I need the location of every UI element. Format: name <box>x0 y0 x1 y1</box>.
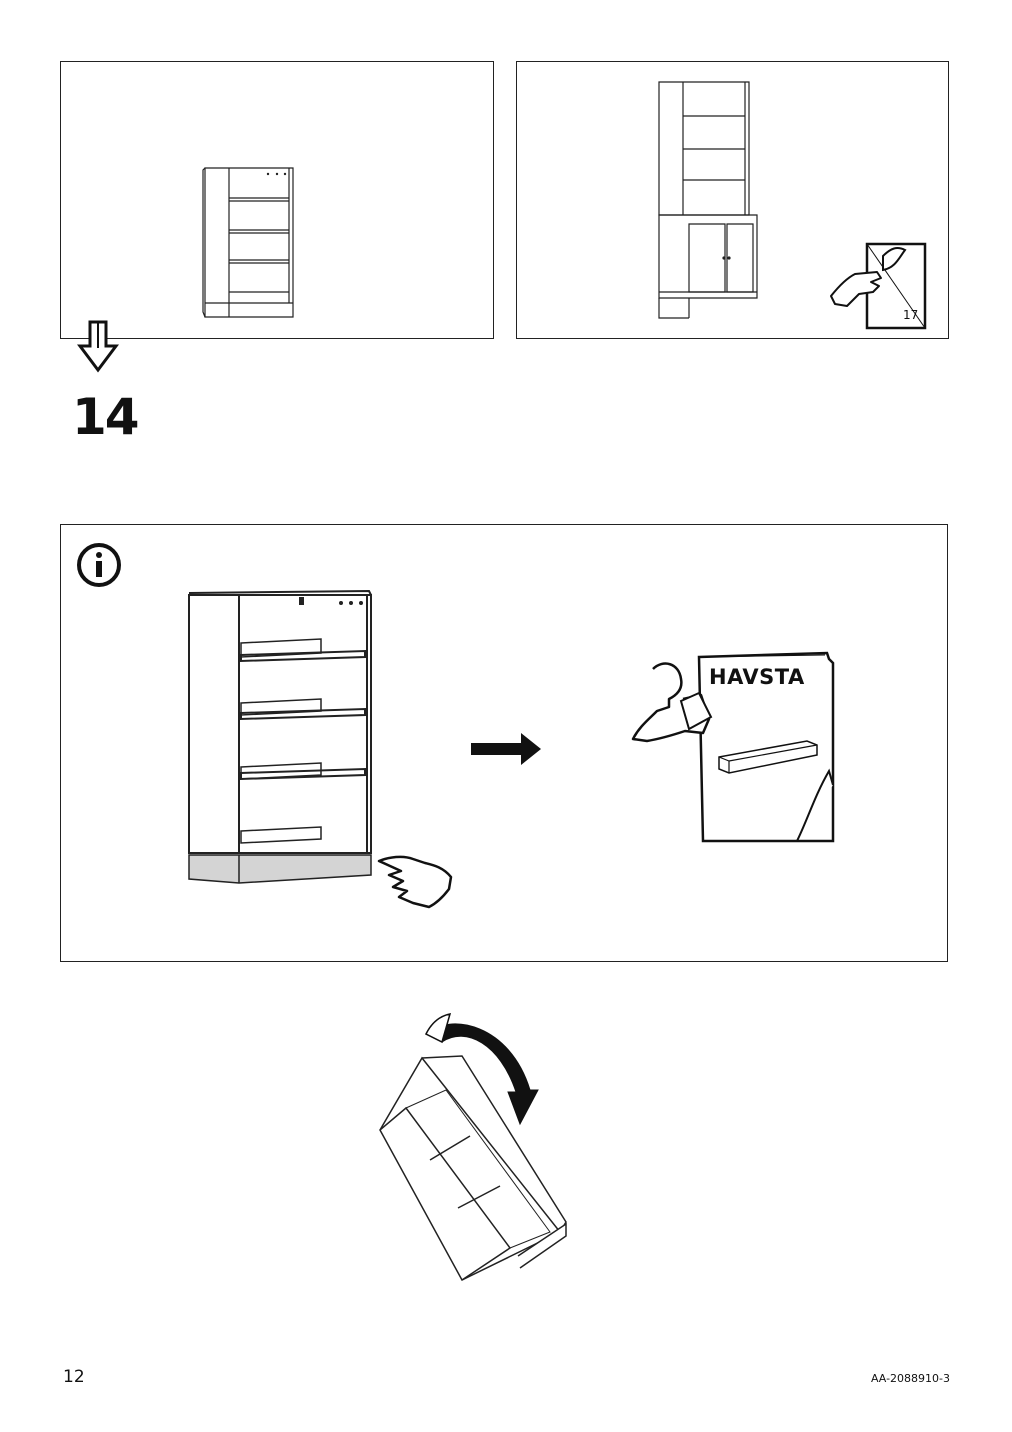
reading-person-icon <box>631 662 713 743</box>
panel-info: HAVSTA <box>60 524 948 962</box>
brochure-illustration <box>697 651 835 843</box>
page-reference-number: 17 <box>903 308 919 322</box>
right-arrow-icon <box>471 733 541 765</box>
page-turn-hand-icon <box>830 242 927 330</box>
bookcase-rotation-illustration <box>379 1013 567 1281</box>
panel-bookcase-only <box>60 61 494 339</box>
bookcase-with-cabinet-illustration <box>658 81 758 319</box>
document-code: AA-2088910-3 <box>870 1372 950 1385</box>
bookcase-illustration <box>202 167 294 318</box>
bookcase-plinth-illustration <box>188 589 372 884</box>
info-circle-icon <box>77 543 121 587</box>
brochure-title: HAVSTA <box>709 665 805 689</box>
panel-bookcase-with-cabinet: 17 <box>516 61 949 339</box>
step-number: 14 <box>72 388 140 446</box>
pointing-hand-icon <box>377 855 453 909</box>
down-arrow-icon <box>77 320 119 373</box>
page-number: 12 <box>63 1367 85 1387</box>
